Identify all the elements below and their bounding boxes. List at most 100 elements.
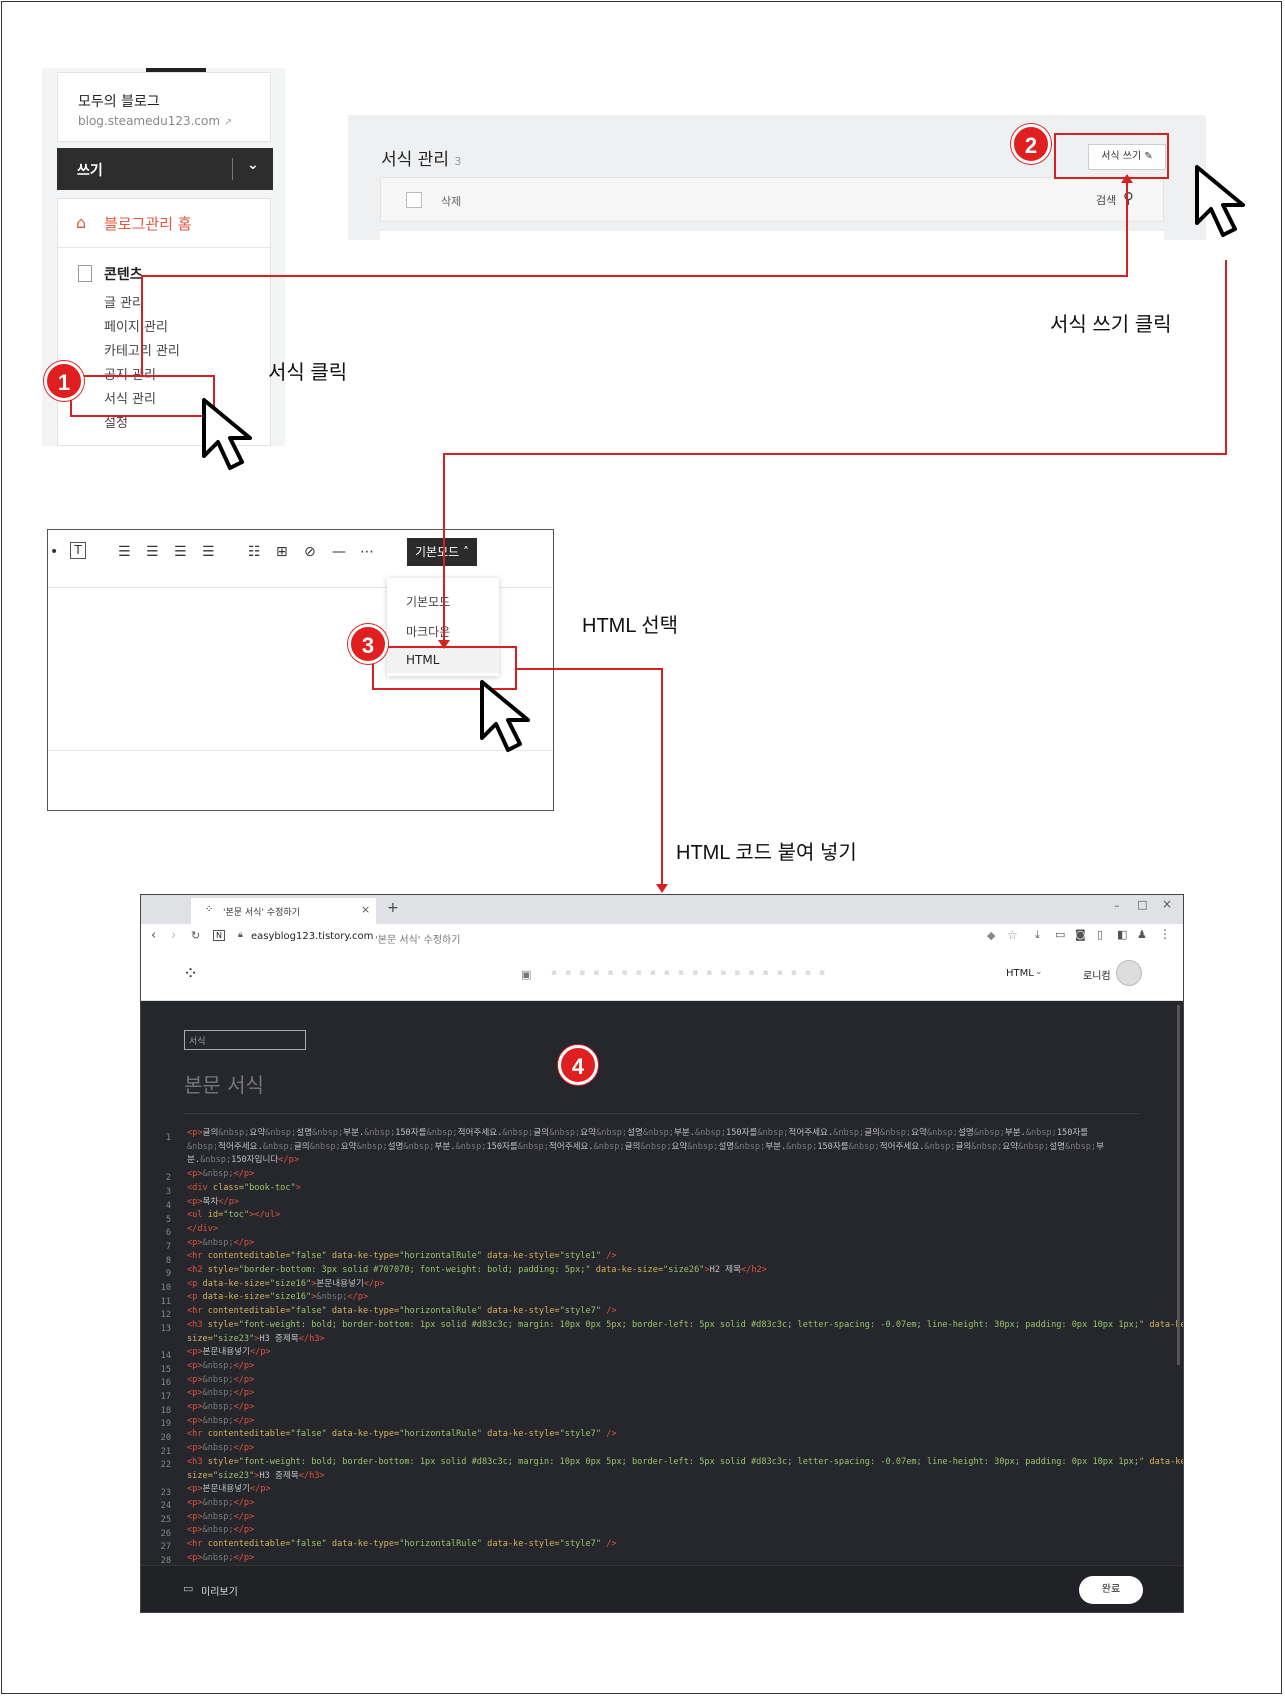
- line-number: 28: [160, 1556, 171, 1566]
- horizontal-rule-icon[interactable]: —: [332, 544, 346, 560]
- browser-tab-bar: ⁘ '본문 서식' 수정하기 × + – □ ×: [141, 895, 1183, 924]
- select-all-checkbox[interactable]: [406, 192, 422, 208]
- html-code-area[interactable]: <p>글의&nbsp;요약&nbsp;설명&nbsp;부분.&nbsp;150자…: [187, 1128, 1183, 1563]
- menu-dots-icon[interactable]: ⋮: [1159, 927, 1171, 941]
- connector-line: [443, 453, 445, 643]
- line-number: 16: [160, 1378, 171, 1388]
- align-justify-icon[interactable]: ☰: [202, 544, 215, 560]
- template-list-header: 삭제 검색 ⚲: [380, 177, 1164, 222]
- maximize-icon[interactable]: □: [1137, 898, 1148, 911]
- divider: [232, 158, 233, 180]
- search-icon[interactable]: ⚲: [1123, 189, 1134, 207]
- download-icon[interactable]: ⤓: [1035, 928, 1040, 941]
- step1-badge: 1: [44, 361, 84, 401]
- screenshot-icon[interactable]: ◙: [1075, 928, 1086, 941]
- document-icon: [78, 265, 92, 282]
- admin-home-link[interactable]: 블로그관리 홈: [104, 215, 192, 233]
- line-number: 25: [160, 1515, 171, 1525]
- mouse-cursor-icon: [480, 680, 530, 752]
- menu-page-manage[interactable]: 페이지 관리: [104, 320, 168, 335]
- lock-icon: 🔒︎: [238, 930, 243, 940]
- template-manage-heading: 서식 관리 3: [381, 145, 461, 170]
- naver-icon[interactable]: N: [213, 930, 225, 941]
- menu-template-manage[interactable]: 서식 관리: [104, 392, 156, 407]
- option-basic-mode[interactable]: 기본모드: [406, 595, 451, 609]
- align-left-icon[interactable]: ☰: [118, 544, 131, 560]
- arrow-head-icon: [656, 884, 668, 893]
- forward-icon[interactable]: ›: [171, 928, 177, 943]
- extension-icon[interactable]: ◆: [987, 929, 996, 942]
- preview-button[interactable]: 미리보기: [201, 1587, 238, 1598]
- bookmark-star-icon[interactable]: ☆: [1007, 928, 1018, 942]
- option-html[interactable]: HTML: [406, 653, 440, 667]
- delete-button[interactable]: 삭제: [441, 195, 462, 208]
- text-color-icon[interactable]: •: [50, 544, 59, 560]
- image-icon[interactable]: ▣: [521, 968, 532, 981]
- close-window-icon[interactable]: ×: [1162, 897, 1173, 911]
- tistory-logo-icon[interactable]: ⁘: [183, 963, 199, 984]
- more-icon[interactable]: ⋯: [360, 544, 374, 560]
- editor-divider: [48, 750, 553, 751]
- highlight-step3: [372, 646, 517, 690]
- mouse-cursor-icon: [1195, 165, 1245, 237]
- camera-icon[interactable]: ▭: [1055, 928, 1066, 941]
- chevron-down-icon[interactable]: ⌄: [1035, 967, 1043, 977]
- blog-url-link[interactable]: blog.steamedu123.com ↗: [78, 114, 232, 128]
- connector-line: [443, 453, 1227, 455]
- reader-icon[interactable]: ▯: [1097, 928, 1104, 941]
- new-tab-icon[interactable]: +: [387, 900, 399, 916]
- write-template-button[interactable]: 서식 쓰기 ✎: [1088, 144, 1166, 170]
- url-text[interactable]: easyblog123.tistory.com: [251, 931, 374, 942]
- text-box-icon[interactable]: T: [70, 542, 86, 559]
- document-title[interactable]: 본문 서식: [184, 1073, 264, 1097]
- done-button[interactable]: 완료: [1079, 1576, 1143, 1604]
- browser-address-bar: ‹ › ↻ N 🔒︎ easyblog123.tistory.com '본문 서…: [141, 924, 1183, 951]
- connector-line: [661, 668, 663, 885]
- mode-select-button[interactable]: 기본모드 ˄: [407, 538, 477, 566]
- search-label[interactable]: 검색: [1096, 194, 1117, 207]
- line-number: 11: [160, 1297, 171, 1307]
- external-link-icon: ↗: [223, 117, 233, 128]
- avatar[interactable]: [1116, 960, 1142, 986]
- pencil-icon: ✎: [1144, 151, 1153, 162]
- write-button[interactable]: 쓰기 ⌄: [57, 148, 273, 190]
- browser-tab[interactable]: ⁘ '본문 서식' 수정하기 ×: [191, 898, 376, 924]
- scrollbar[interactable]: [1177, 1005, 1180, 1365]
- align-right-icon[interactable]: ☰: [174, 544, 187, 560]
- step4-badge: 4: [558, 1045, 598, 1085]
- mouse-cursor-icon: [202, 398, 252, 470]
- line-number: 20: [160, 1433, 171, 1443]
- close-tab-icon[interactable]: ×: [361, 903, 371, 916]
- back-icon[interactable]: ‹: [151, 928, 157, 943]
- disabled-toolbar-icons: ▪▪▪▪▪▪▪▪▪▪▪▪▪▪▪▪▪▪▪▪: [551, 968, 833, 978]
- line-number: 26: [160, 1529, 171, 1539]
- tistory-favicon-icon: ⁘: [205, 904, 214, 915]
- connector-line: [517, 668, 663, 670]
- menu-settings[interactable]: 설정: [104, 416, 128, 431]
- menu-post-manage[interactable]: 글 관리: [104, 296, 145, 311]
- user-name[interactable]: 로니컴: [1083, 971, 1111, 982]
- monitor-icon[interactable]: ▭: [183, 1582, 194, 1595]
- toolbar-divider: [48, 587, 553, 588]
- connector-line: [141, 275, 143, 375]
- profile-icon[interactable]: ♟: [1137, 928, 1147, 941]
- line-number: 21: [160, 1447, 171, 1457]
- template-tag-input[interactable]: 서식: [184, 1030, 306, 1050]
- table-icon[interactable]: ⊞: [276, 544, 288, 560]
- minimize-icon[interactable]: –: [1114, 899, 1120, 912]
- align-center-icon[interactable]: ☰: [146, 544, 159, 560]
- link-icon[interactable]: ⊘: [304, 544, 316, 560]
- line-number: 4: [165, 1201, 171, 1211]
- line-number: 7: [165, 1242, 171, 1252]
- html-mode-select[interactable]: HTML: [1006, 968, 1034, 979]
- sidebar-icon[interactable]: ◧: [1117, 928, 1128, 941]
- highlight-step2: [1054, 133, 1169, 179]
- step2-badge: 2: [1011, 124, 1051, 164]
- chevron-down-icon[interactable]: ⌄: [247, 157, 259, 173]
- blog-name[interactable]: 모두의 블로그: [78, 94, 160, 110]
- list-icon[interactable]: ☷: [248, 544, 261, 560]
- option-markdown[interactable]: 마크다운: [406, 625, 451, 639]
- reload-icon[interactable]: ↻: [191, 929, 201, 942]
- template-list-top: [380, 231, 1164, 240]
- arrow-head-icon: [438, 640, 450, 649]
